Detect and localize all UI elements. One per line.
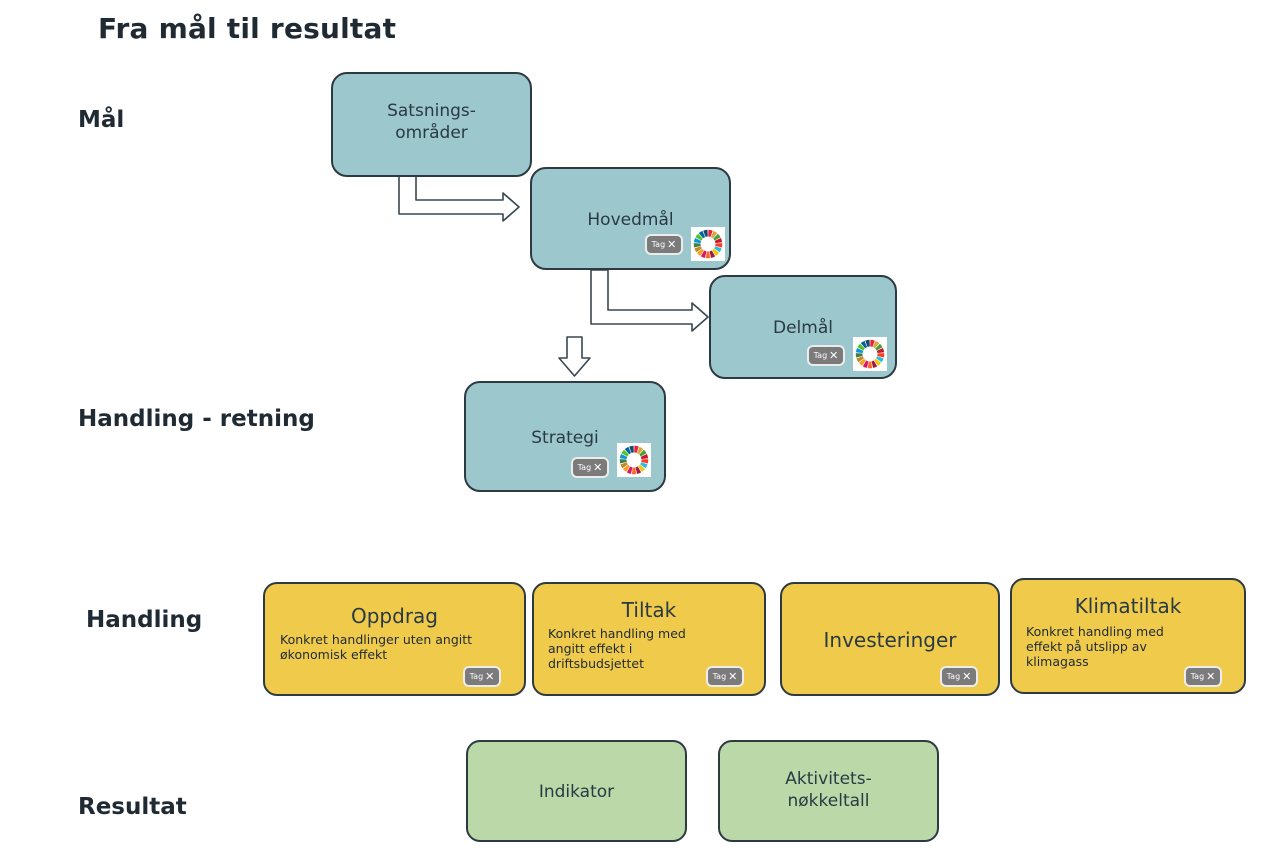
- down-arrow-icon: [558, 336, 591, 377]
- row-label-result: Resultat: [78, 794, 187, 820]
- box-title: Oppdrag: [350, 604, 438, 628]
- tag-icon[interactable]: Tag✕: [645, 234, 683, 255]
- box-strategi: Strategi Tag✕: [464, 381, 666, 492]
- right-arrow-icon: [398, 175, 520, 222]
- row-label-action: Handling: [86, 607, 203, 633]
- box-aktivitetsnokkeltall: Aktivitets- nøkkeltall: [718, 740, 939, 842]
- box-indikator: Indikator: [466, 740, 687, 842]
- box-label: Aktivitets- nøkkeltall: [785, 769, 872, 811]
- row-label-goal: Mål: [78, 107, 125, 133]
- box-oppdrag: Oppdrag Konkret handlinger uten angitt ø…: [263, 582, 526, 696]
- tag-icon[interactable]: Tag✕: [706, 666, 744, 687]
- box-title: Investeringer: [823, 628, 957, 652]
- box-title: Klimatiltak: [1074, 594, 1182, 618]
- box-label: Delmål: [773, 318, 833, 338]
- sdg-wheel-icon: [617, 443, 651, 477]
- box-klimatiltak: Klimatiltak Konkret handling med effekt …: [1010, 578, 1246, 694]
- box-description: Konkret handling med effekt på utslipp a…: [1026, 624, 1164, 669]
- box-hovedmal: Hovedmål Tag✕: [530, 167, 731, 270]
- sdg-wheel-icon: [853, 337, 887, 371]
- sdg-wheel-icon: [691, 227, 725, 261]
- box-label: Satsnings- områder: [387, 101, 476, 143]
- box-satsningsomrader: Satsnings- områder: [331, 72, 532, 177]
- tag-icon[interactable]: Tag✕: [571, 457, 609, 478]
- tag-icon[interactable]: Tag✕: [807, 345, 845, 366]
- box-investeringer: Investeringer Tag✕: [780, 582, 1000, 696]
- box-title: Tiltak: [621, 598, 677, 622]
- row-label-direction: Handling - retning: [78, 406, 315, 432]
- box-label: Indikator: [538, 782, 615, 802]
- box-delmal: Delmål Tag✕: [709, 275, 897, 379]
- box-tiltak: Tiltak Konkret handling med angitt effek…: [532, 582, 766, 696]
- box-description: Konkret handling med angitt effekt i dri…: [548, 626, 686, 671]
- tag-icon[interactable]: Tag✕: [940, 666, 978, 687]
- box-label: Strategi: [531, 428, 599, 448]
- tag-icon[interactable]: Tag✕: [463, 666, 501, 687]
- page-title: Fra mål til resultat: [98, 12, 397, 45]
- box-label: Hovedmål: [587, 210, 674, 230]
- box-description: Konkret handlinger uten angitt økonomisk…: [280, 632, 473, 662]
- tag-icon[interactable]: Tag✕: [1184, 666, 1222, 687]
- right-arrow-icon: [590, 269, 709, 332]
